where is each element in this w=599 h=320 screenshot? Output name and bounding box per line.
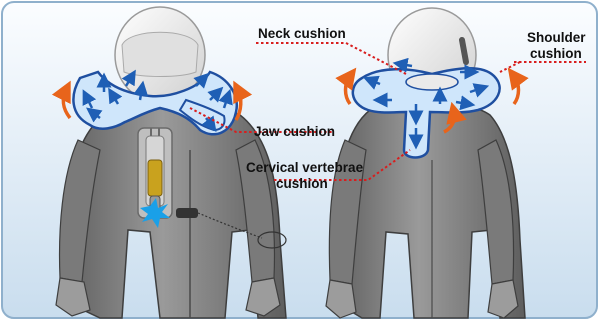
label-shoulder-line2: cushion — [530, 46, 582, 61]
neck-opening — [406, 74, 458, 90]
helmet-rear-strap — [462, 40, 466, 62]
helmet-visor — [122, 32, 198, 76]
label-jaw-cushion: Jaw cushion — [254, 124, 335, 139]
label-neck-cushion: Neck cushion — [258, 26, 346, 41]
label-cervical-line2: cushion — [276, 176, 328, 191]
label-cervical-line1: Cervical vertebrae — [246, 160, 364, 175]
label-shoulder-line1: Shoulder — [527, 30, 586, 45]
